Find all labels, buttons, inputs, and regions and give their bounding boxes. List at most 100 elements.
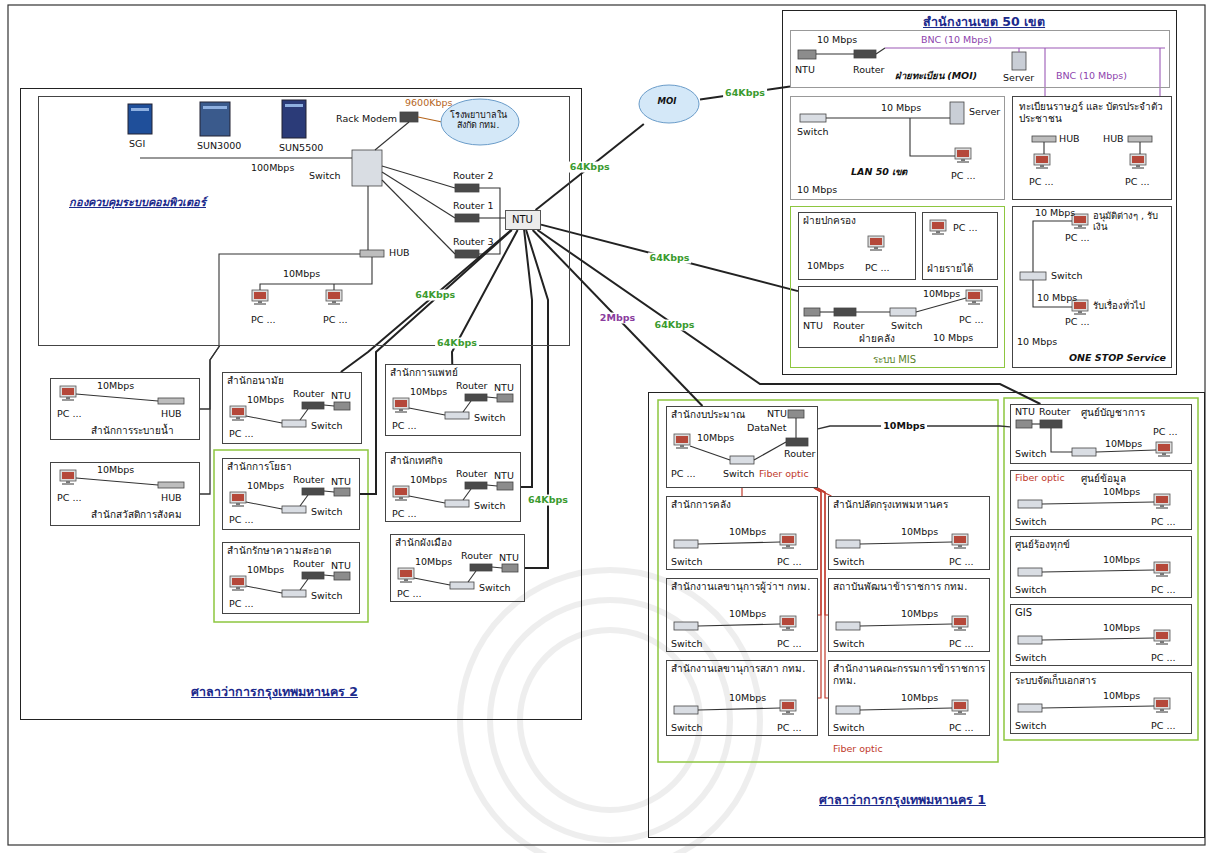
- group-frame: [1004, 398, 1198, 740]
- wire: [856, 311, 890, 312]
- device-label: Switch: [311, 591, 342, 602]
- group-frame: [214, 450, 368, 622]
- node-title: ฝ่ายทะเบียน (MOI): [895, 71, 977, 82]
- big-icon: [128, 104, 152, 134]
- sw-icon: [1018, 636, 1042, 644]
- link-speed-label: 64Kbps: [648, 252, 692, 263]
- device-label: Switch: [671, 557, 702, 568]
- link-speed-label: 64Kbps: [653, 319, 697, 330]
- device-label: BNC (10 Mbps): [921, 35, 992, 46]
- pc-icon: [393, 398, 409, 413]
- wire: [1033, 221, 1072, 272]
- device-label: SGI: [129, 139, 145, 150]
- device-label: Router: [456, 381, 487, 392]
- rt-icon: [465, 482, 487, 489]
- pc-icon: [393, 486, 409, 501]
- seal-ring: [460, 570, 760, 853]
- wire: [418, 117, 442, 122]
- device-label: Router 1: [453, 201, 494, 212]
- node-title: ระบบ MIS: [873, 354, 916, 366]
- network-box: สำนักงานคณะกรรมการข้าราชการ กทม.10MbpsSw…: [828, 660, 990, 736]
- wire: [698, 542, 780, 544]
- device-label: PC ...: [777, 723, 801, 734]
- node-title: สำนักงานเลขานุการผู้ว่าฯ กทม.: [671, 581, 815, 593]
- group-frame: [658, 400, 998, 762]
- link-speed-label: 2Mbps: [598, 313, 637, 324]
- ntu-icon: [497, 482, 513, 490]
- rt-icon: [1040, 420, 1062, 428]
- device-label: PC ...: [949, 557, 973, 568]
- device-label: 10 Mbps: [1035, 208, 1075, 219]
- device-label: PC ...: [777, 639, 801, 650]
- node-title: ฝ่ายคลัง: [859, 333, 895, 345]
- device-label: รับเรื่องทั่วไป: [1093, 301, 1169, 312]
- node-title: ฝ่ายปกครอง: [803, 215, 856, 227]
- device-label: Router: [1039, 407, 1070, 418]
- node-title: สำนักงานเขต 50 เขต: [923, 15, 1045, 29]
- device-label: PC ...: [251, 315, 275, 326]
- ntu-icon: [1016, 420, 1032, 428]
- network-box: สำนักการระบายน้ำPC ...10MbpsHUB: [50, 378, 200, 440]
- network-box: ทะเบียนราษฎร์ และ บัตรประจำตัวประชาชนHUB…: [1012, 96, 1172, 200]
- network-link: [818, 488, 828, 615]
- sw-icon: [450, 582, 474, 589]
- device-label: SUN3000: [197, 141, 241, 152]
- wire: [76, 478, 158, 485]
- rt-icon: [470, 564, 492, 571]
- hub-icon: [158, 482, 184, 488]
- device-label: 10Mbps: [1103, 623, 1140, 634]
- device-label: Server: [969, 107, 1000, 118]
- device-label: PC ...: [865, 263, 889, 274]
- pc-icon: [326, 290, 342, 305]
- sw-icon: [836, 622, 860, 630]
- network-box: ฝ่ายทะเบียน (MOI)10 MbpsNTURouterBNC (10…: [790, 30, 1170, 88]
- device-label: 10Mbps: [729, 609, 766, 620]
- network-link: [818, 488, 828, 698]
- device-label: 10Mbps: [1105, 439, 1142, 450]
- link-speed-label: 64Kbps: [435, 337, 479, 348]
- wire: [409, 496, 445, 503]
- wire: [860, 542, 952, 544]
- network-box: ระบบจัดเก็บเอกสาร10MbpsSwitchPC ...: [1010, 672, 1192, 734]
- sw-icon: [674, 706, 698, 714]
- device-label: Switch: [833, 557, 864, 568]
- network-box: กองควบคุมระบบคอมพิวเตอร์SGISUN3000SUN550…: [38, 96, 570, 346]
- ntu-icon: [788, 410, 804, 418]
- hub-icon: [1032, 136, 1056, 142]
- network-box: ระบบ MISฝ่ายปกครอง10MbpsPC ...ฝ่ายรายได้…: [790, 206, 1005, 368]
- ntu-icon: [502, 564, 518, 572]
- wire: [300, 409, 308, 420]
- device-label: HUB: [389, 248, 410, 259]
- wire: [333, 284, 334, 290]
- network-box: สำนักผังเมืองRouterNTU10MbpsSwitchPC ...: [390, 534, 525, 602]
- pc-icon: [952, 534, 968, 549]
- node-title: สำนักการแพทย์: [390, 367, 458, 379]
- device-label: PC ...: [57, 409, 81, 420]
- hub-icon: [1128, 136, 1152, 142]
- network-box: สำนักปลัดกรุงเทพมหานคร10MbpsSwitchPC ...: [828, 496, 990, 570]
- network-box: สำนักเทศกิจRouterNTU10MbpsSwitchPC ...: [385, 452, 521, 522]
- device-label: NTU: [499, 553, 519, 564]
- sw-icon: [1018, 704, 1042, 712]
- link-speed-label: 64Kbps: [568, 162, 612, 173]
- wire: [300, 579, 308, 590]
- device-label: 10 Mbps: [881, 103, 921, 114]
- node-title: สถาบันพัฒนาข้าราชการ กทม.: [833, 581, 987, 593]
- pc-icon: [1156, 442, 1172, 457]
- node-title: สำนักปลัดกรุงเทพมหานคร: [833, 499, 987, 511]
- pc-icon: [930, 220, 946, 235]
- sw-icon: [836, 706, 860, 714]
- node-title: ศาลาว่าการกรุงเทพมหานคร 1: [819, 793, 986, 807]
- pc-icon: [868, 236, 884, 251]
- device-label: PC ...: [1151, 653, 1175, 664]
- wire: [860, 708, 952, 710]
- network-box: ฝ่ายปกครอง10MbpsPC ...: [798, 212, 916, 280]
- cloud-outline: [441, 99, 519, 145]
- device-label: PC ...: [951, 171, 975, 182]
- device-label: HUB: [1059, 134, 1080, 145]
- wire: [375, 122, 409, 150]
- node-title: สำนักการโยธา: [227, 461, 292, 473]
- wire: [382, 166, 455, 188]
